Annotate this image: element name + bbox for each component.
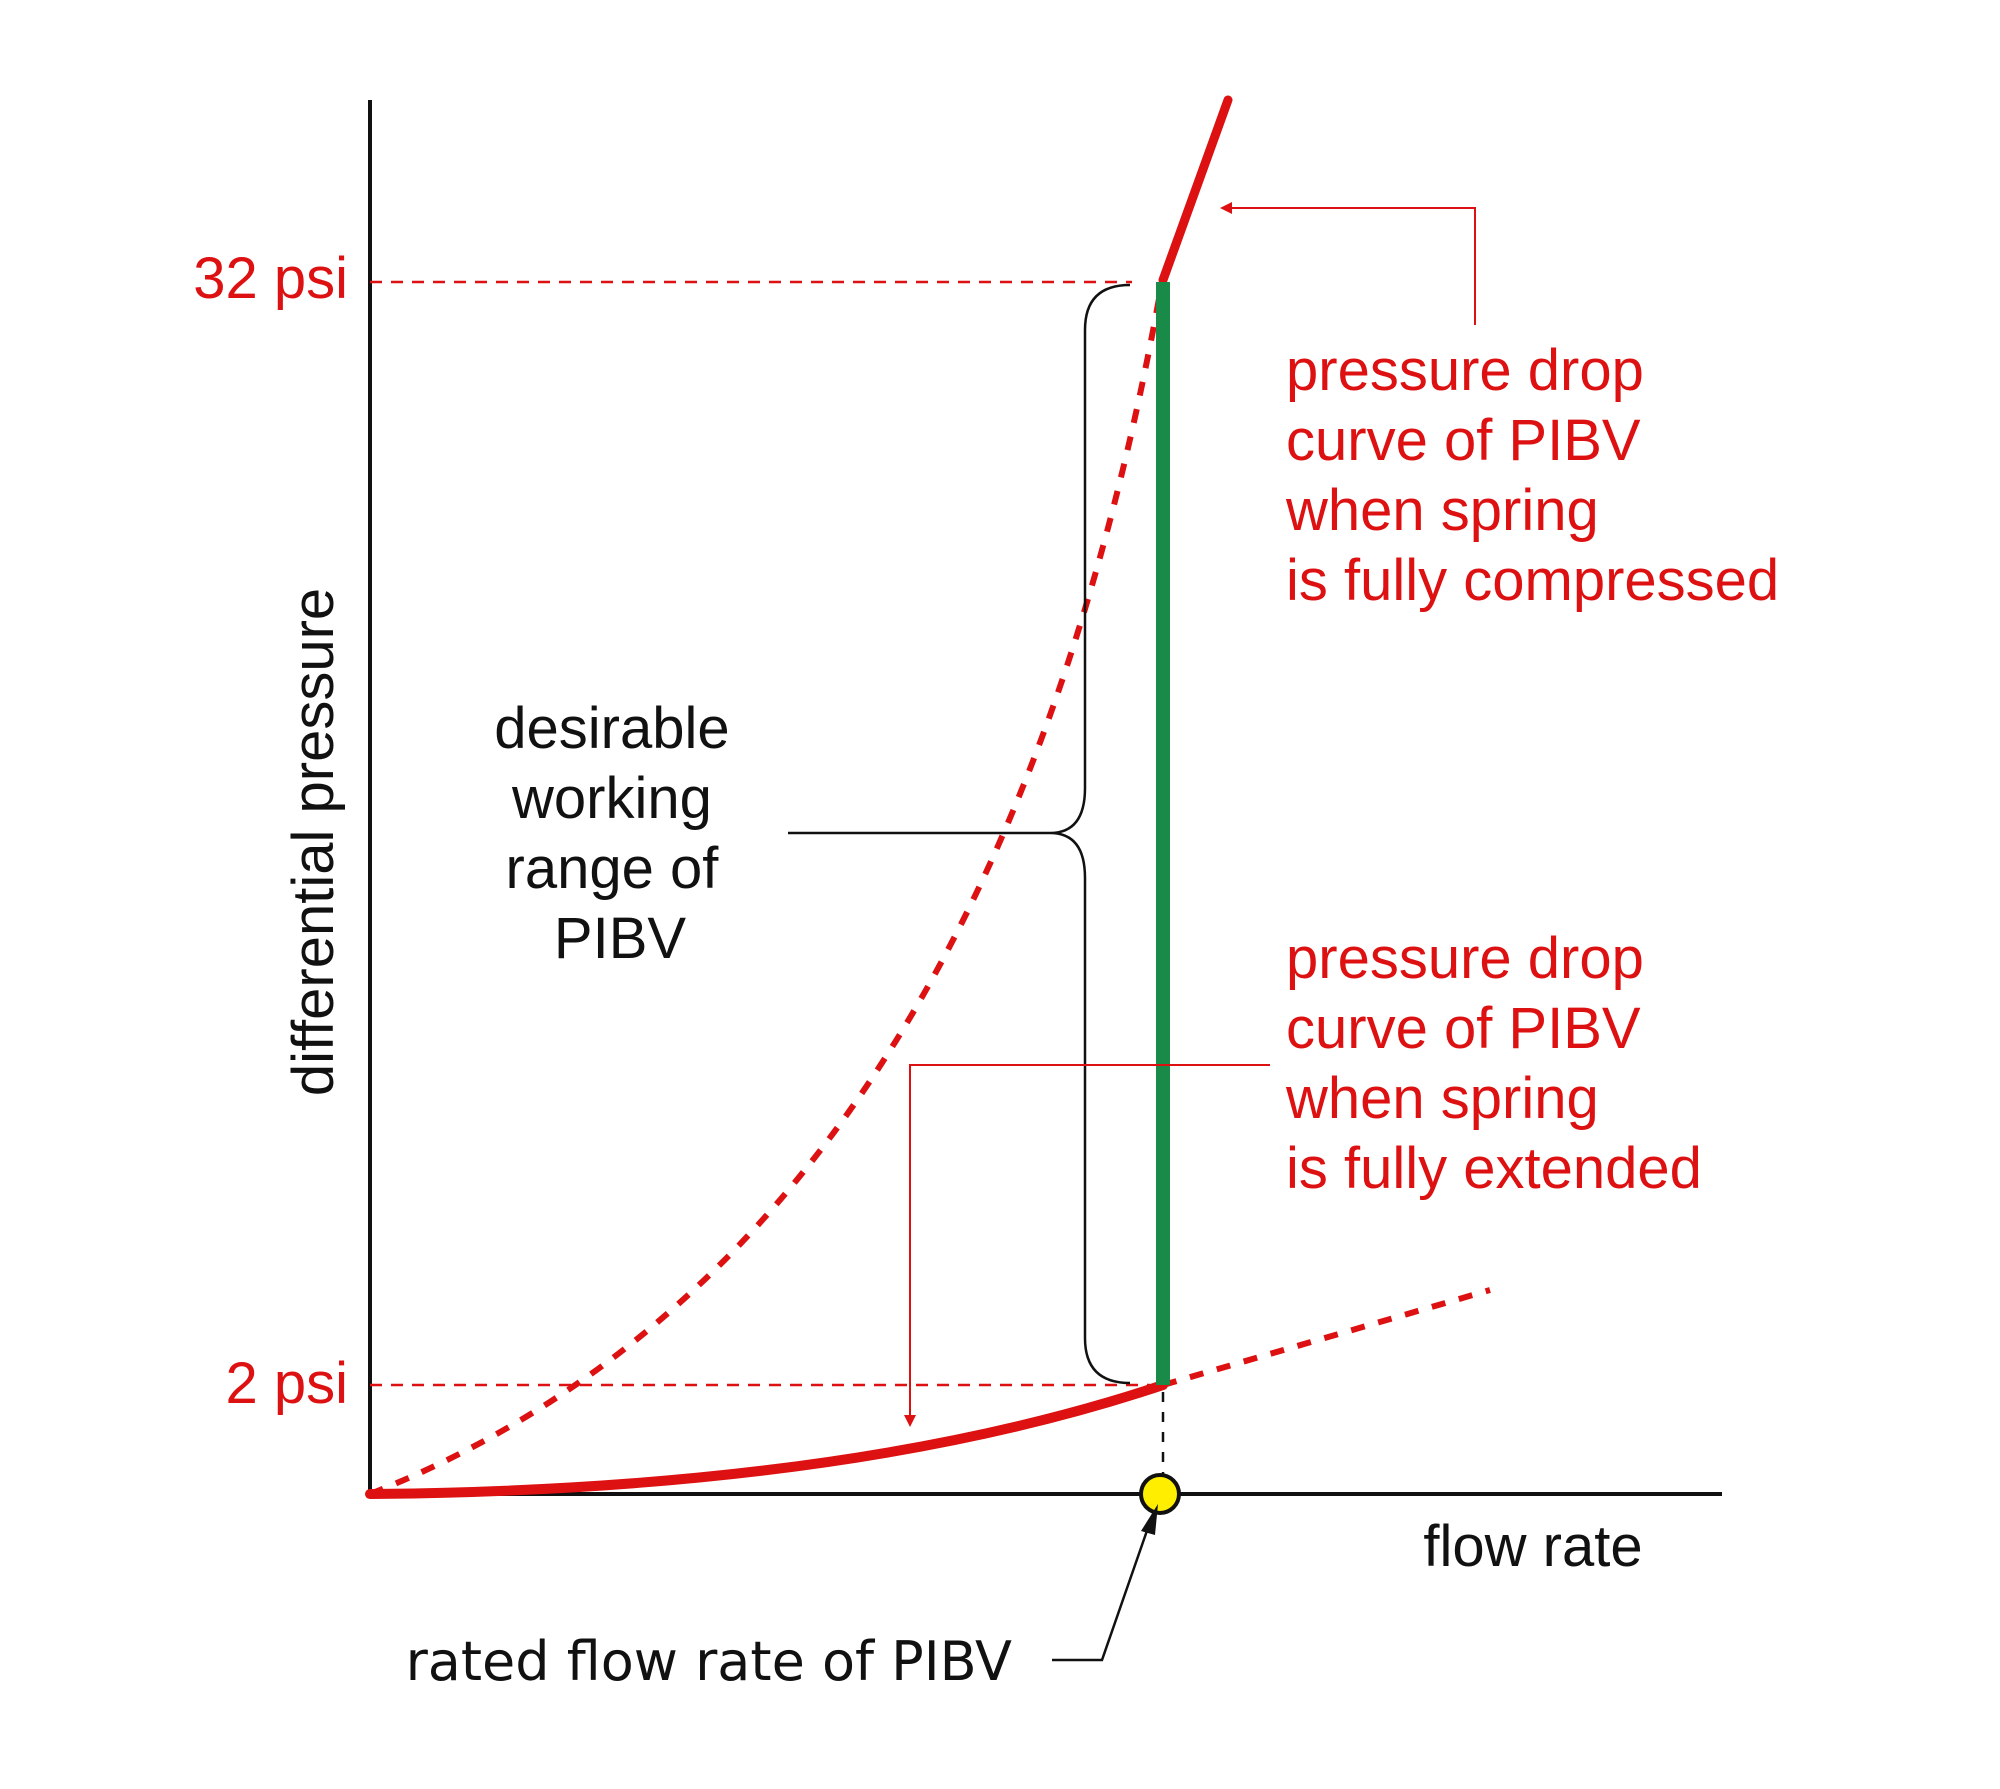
extended-curve-line-3: when spring	[1285, 1066, 1599, 1131]
extended-curve-solid-section	[365, 1380, 1168, 1499]
y-axis-label: differential pressure	[281, 588, 346, 1096]
rated-flow-label: rated flow rate of PIBV	[406, 1630, 1012, 1693]
extended-curve-label: pressure drop curve of PIBV when spring …	[1285, 926, 1702, 1201]
high-pressure-tick-label: 32 psi	[193, 246, 348, 311]
compressed-curve-label: pressure drop curve of PIBV when spring …	[1285, 338, 1779, 613]
working-range-line-2: working	[511, 766, 712, 831]
extended-curve-line-1: pressure drop	[1286, 926, 1644, 991]
working-range-line-3: range of	[506, 836, 720, 901]
compressed-curve-dotted-section	[368, 281, 1165, 1497]
compressed-curve-line-4: is fully compressed	[1286, 548, 1779, 613]
working-range-label: desirable working range of PIBV	[494, 696, 746, 971]
extended-curve-dotted-section	[1162, 1287, 1491, 1388]
rated-flow-pointer-line	[1052, 1521, 1152, 1662]
low-pressure-tick-label: 2 psi	[225, 1351, 348, 1416]
compressed-curve-line-1: pressure drop	[1286, 338, 1644, 403]
rated-flow-pointer-arrowhead	[1141, 1504, 1158, 1535]
compressed-curve-callout-leader	[1220, 202, 1476, 325]
working-range-brace	[1049, 283, 1131, 1385]
extended-curve-line-2: curve of PIBV	[1286, 996, 1641, 1061]
working-range-line-4: PIBV	[554, 906, 686, 971]
rated-flow-point	[1139, 1473, 1181, 1515]
compressed-curve-line-3: when spring	[1285, 478, 1599, 543]
extended-curve-line-4: is fully extended	[1286, 1136, 1702, 1201]
x-axis-label: flow rate	[1423, 1514, 1642, 1579]
extended-curve-callout-leader	[904, 1064, 1270, 1427]
compressed-curve-line-2: curve of PIBV	[1286, 408, 1641, 473]
working-range-line-1: desirable	[494, 696, 729, 761]
compressed-curve-solid-section	[1158, 95, 1233, 285]
